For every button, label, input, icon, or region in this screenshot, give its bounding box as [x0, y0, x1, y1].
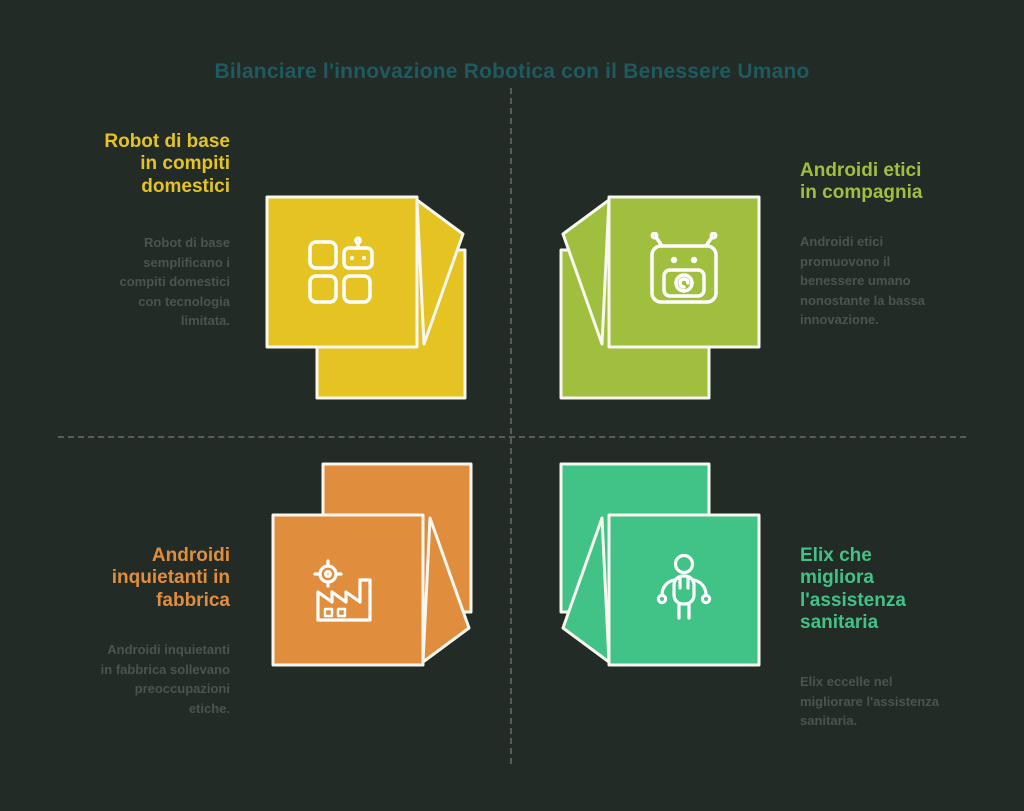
diagram-title: Bilanciare l'innovazione Robotica con il…: [214, 60, 810, 83]
quadrant-heading-androidi-inquietanti: Androidi inquietanti in fabbrica: [111, 545, 230, 611]
vertical-divider-dashed-line: [510, 88, 512, 764]
cube-graphic-lime: [552, 192, 764, 404]
horizontal-divider-dashed-line: [58, 436, 966, 438]
quadrant-heading-elix-sanitaria: Elix che migliora l'assistenza sanitaria: [800, 545, 906, 634]
apps-robot-icon: [304, 234, 380, 310]
quadrant-description-robot-di-base: Robot di base semplificano i compiti dom…: [119, 235, 230, 328]
cube-graphic-emerald: [552, 458, 764, 670]
quadrant-heading-robot-di-base: Robot di base in compiti domestici: [104, 131, 230, 197]
quadrant-heading-androidi-etici: Androidi etici in compagnia: [800, 160, 923, 204]
factory-icon: [308, 550, 388, 630]
cube-graphic-yellow: [262, 192, 474, 404]
quadrant-description-elix-sanitaria: Elix eccelle nel migliorare l'assistenza…: [800, 674, 939, 728]
quadrant-description-androidi-etici: Androidi etici promuovono il benessere u…: [800, 234, 925, 327]
caregiver-icon: [644, 550, 724, 630]
robot-face-icon: [642, 232, 726, 312]
quadrant-description-androidi-inquietanti: Androidi inquietanti in fabbrica solleva…: [100, 642, 230, 716]
cube-graphic-orange: [268, 458, 480, 670]
